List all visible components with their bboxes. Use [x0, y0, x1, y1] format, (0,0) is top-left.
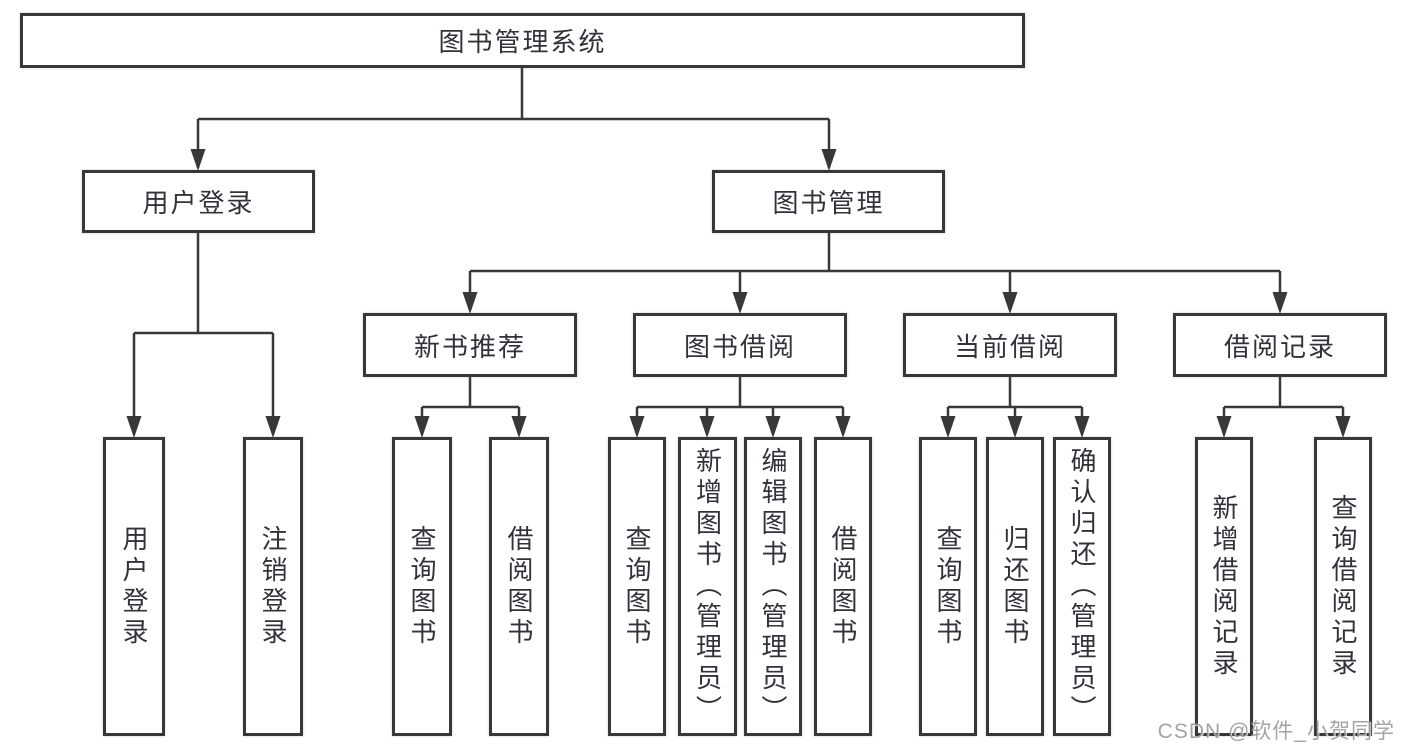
node-book-borrow-label: 图书借阅	[683, 331, 796, 362]
leaf-nb-query-books: 查询图书	[392, 437, 452, 736]
leaf-bb-add-books-admin: 新增图书（管理员）	[678, 437, 737, 736]
watermark-text: CSDN @软件_小贺同学	[1157, 720, 1395, 743]
node-current-borrow-label: 当前借阅	[953, 331, 1066, 362]
leaf-cb-confirm-return-admin-label: 确认归还（管理员）	[1067, 447, 1097, 726]
leaf-bb-add-books-admin-label: 新增图书（管理员）	[692, 447, 723, 726]
node-user-login: 用户登录	[82, 170, 315, 233]
node-current-borrow: 当前借阅	[903, 313, 1117, 377]
node-library-system-label: 图书管理系统	[438, 27, 607, 57]
leaf-logout-label: 注销登录	[258, 524, 288, 649]
leaf-user-login-label: 用户登录	[119, 524, 149, 649]
leaf-nb-query-books-label: 查询图书	[407, 524, 437, 649]
leaf-bb-edit-books-admin: 编辑图书（管理员）	[744, 437, 802, 736]
node-borrow-records: 借阅记录	[1173, 313, 1387, 377]
node-new-book-recommend: 新书推荐	[363, 313, 577, 377]
leaf-nb-borrow-books: 借阅图书	[489, 437, 549, 736]
leaf-cb-query-books: 查询图书	[919, 437, 977, 736]
node-book-borrow: 图书借阅	[633, 313, 847, 377]
leaf-cb-query-books-label: 查询图书	[933, 524, 963, 649]
leaf-bb-borrow-books: 借阅图书	[814, 437, 872, 736]
node-new-book-recommend-label: 新书推荐	[413, 331, 526, 362]
leaf-br-add-record-label: 新增借阅记录	[1209, 493, 1239, 680]
node-borrow-records-label: 借阅记录	[1223, 331, 1336, 362]
arrowheads	[126, 149, 1351, 438]
leaf-br-add-record: 新增借阅记录	[1195, 437, 1253, 736]
leaf-br-query-record: 查询借阅记录	[1314, 437, 1372, 736]
leaf-nb-borrow-books-label: 借阅图书	[504, 524, 534, 649]
node-user-login-label: 用户登录	[142, 188, 255, 218]
leaf-br-query-record-label: 查询借阅记录	[1328, 493, 1358, 680]
leaf-logout: 注销登录	[243, 437, 303, 736]
node-book-management-label: 图书管理	[772, 188, 885, 218]
leaf-bb-query-books-label: 查询图书	[622, 524, 652, 649]
leaf-bb-query-books: 查询图书	[608, 437, 666, 736]
leaf-cb-confirm-return-admin: 确认归还（管理员）	[1053, 437, 1111, 736]
leaf-bb-borrow-books-label: 借阅图书	[828, 524, 858, 649]
leaf-user-login: 用户登录	[103, 437, 165, 736]
leaf-cb-return-books: 归还图书	[986, 437, 1044, 736]
leaf-cb-return-books-label: 归还图书	[1000, 524, 1030, 649]
node-book-management: 图书管理	[712, 170, 945, 233]
leaf-bb-edit-books-admin-label: 编辑图书（管理员）	[758, 447, 788, 726]
node-library-system: 图书管理系统	[20, 13, 1025, 68]
